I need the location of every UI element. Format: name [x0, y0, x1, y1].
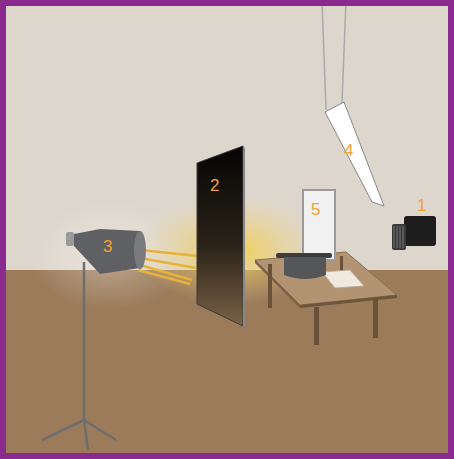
camera [392, 216, 436, 250]
light-stand [42, 262, 116, 450]
callout-number: 5 [311, 201, 320, 218]
studio-lamp [66, 229, 146, 274]
frame-border [3, 3, 451, 456]
callout-number: 3 [103, 238, 112, 255]
callout-number: 2 [210, 177, 219, 194]
flag-edge [243, 146, 245, 327]
black-flag [197, 146, 243, 326]
callout-number: 4 [344, 142, 353, 159]
paper [322, 270, 364, 288]
callout-number: 1 [417, 197, 426, 214]
light-rays [138, 250, 198, 284]
table [255, 252, 397, 345]
reflector-board [303, 190, 335, 260]
product-object [276, 253, 332, 279]
hanging-strings [322, 0, 346, 110]
